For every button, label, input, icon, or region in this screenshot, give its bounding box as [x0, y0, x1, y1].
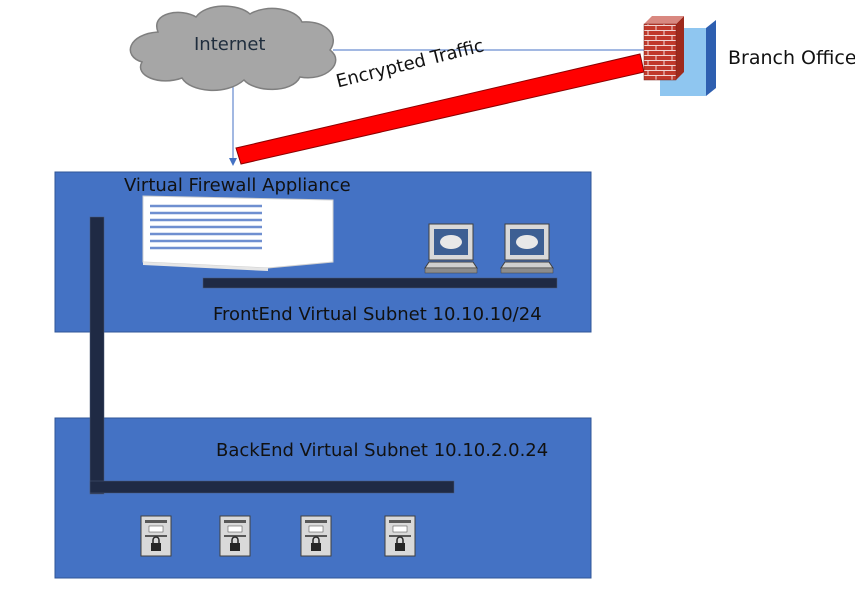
branch-office-label: Branch Office — [728, 47, 855, 69]
frontend-network-bus — [202, 277, 558, 289]
backend-network-bus — [89, 480, 455, 494]
internet-link-arrowhead — [229, 158, 237, 166]
backend-subnet-label: BackEnd Virtual Subnet 10.10.2.0.24 — [216, 440, 549, 461]
computer-icon — [424, 223, 478, 274]
server-icon — [140, 515, 172, 557]
cloud-icon — [129, 5, 337, 92]
computer-icon — [500, 223, 554, 274]
frontend-subnet-label: FrontEnd Virtual Subnet 10.10.10/24 — [213, 304, 542, 325]
server-icon — [384, 515, 416, 557]
firewall-appliance-icon — [142, 195, 334, 271]
firewall-appliance-label: Virtual Firewall Appliance — [124, 175, 351, 196]
vertical-network-bus — [89, 216, 105, 495]
brick-firewall-icon — [643, 16, 684, 81]
server-icon — [219, 515, 251, 557]
server-icon — [300, 515, 332, 557]
internet-label: Internet — [194, 34, 266, 55]
